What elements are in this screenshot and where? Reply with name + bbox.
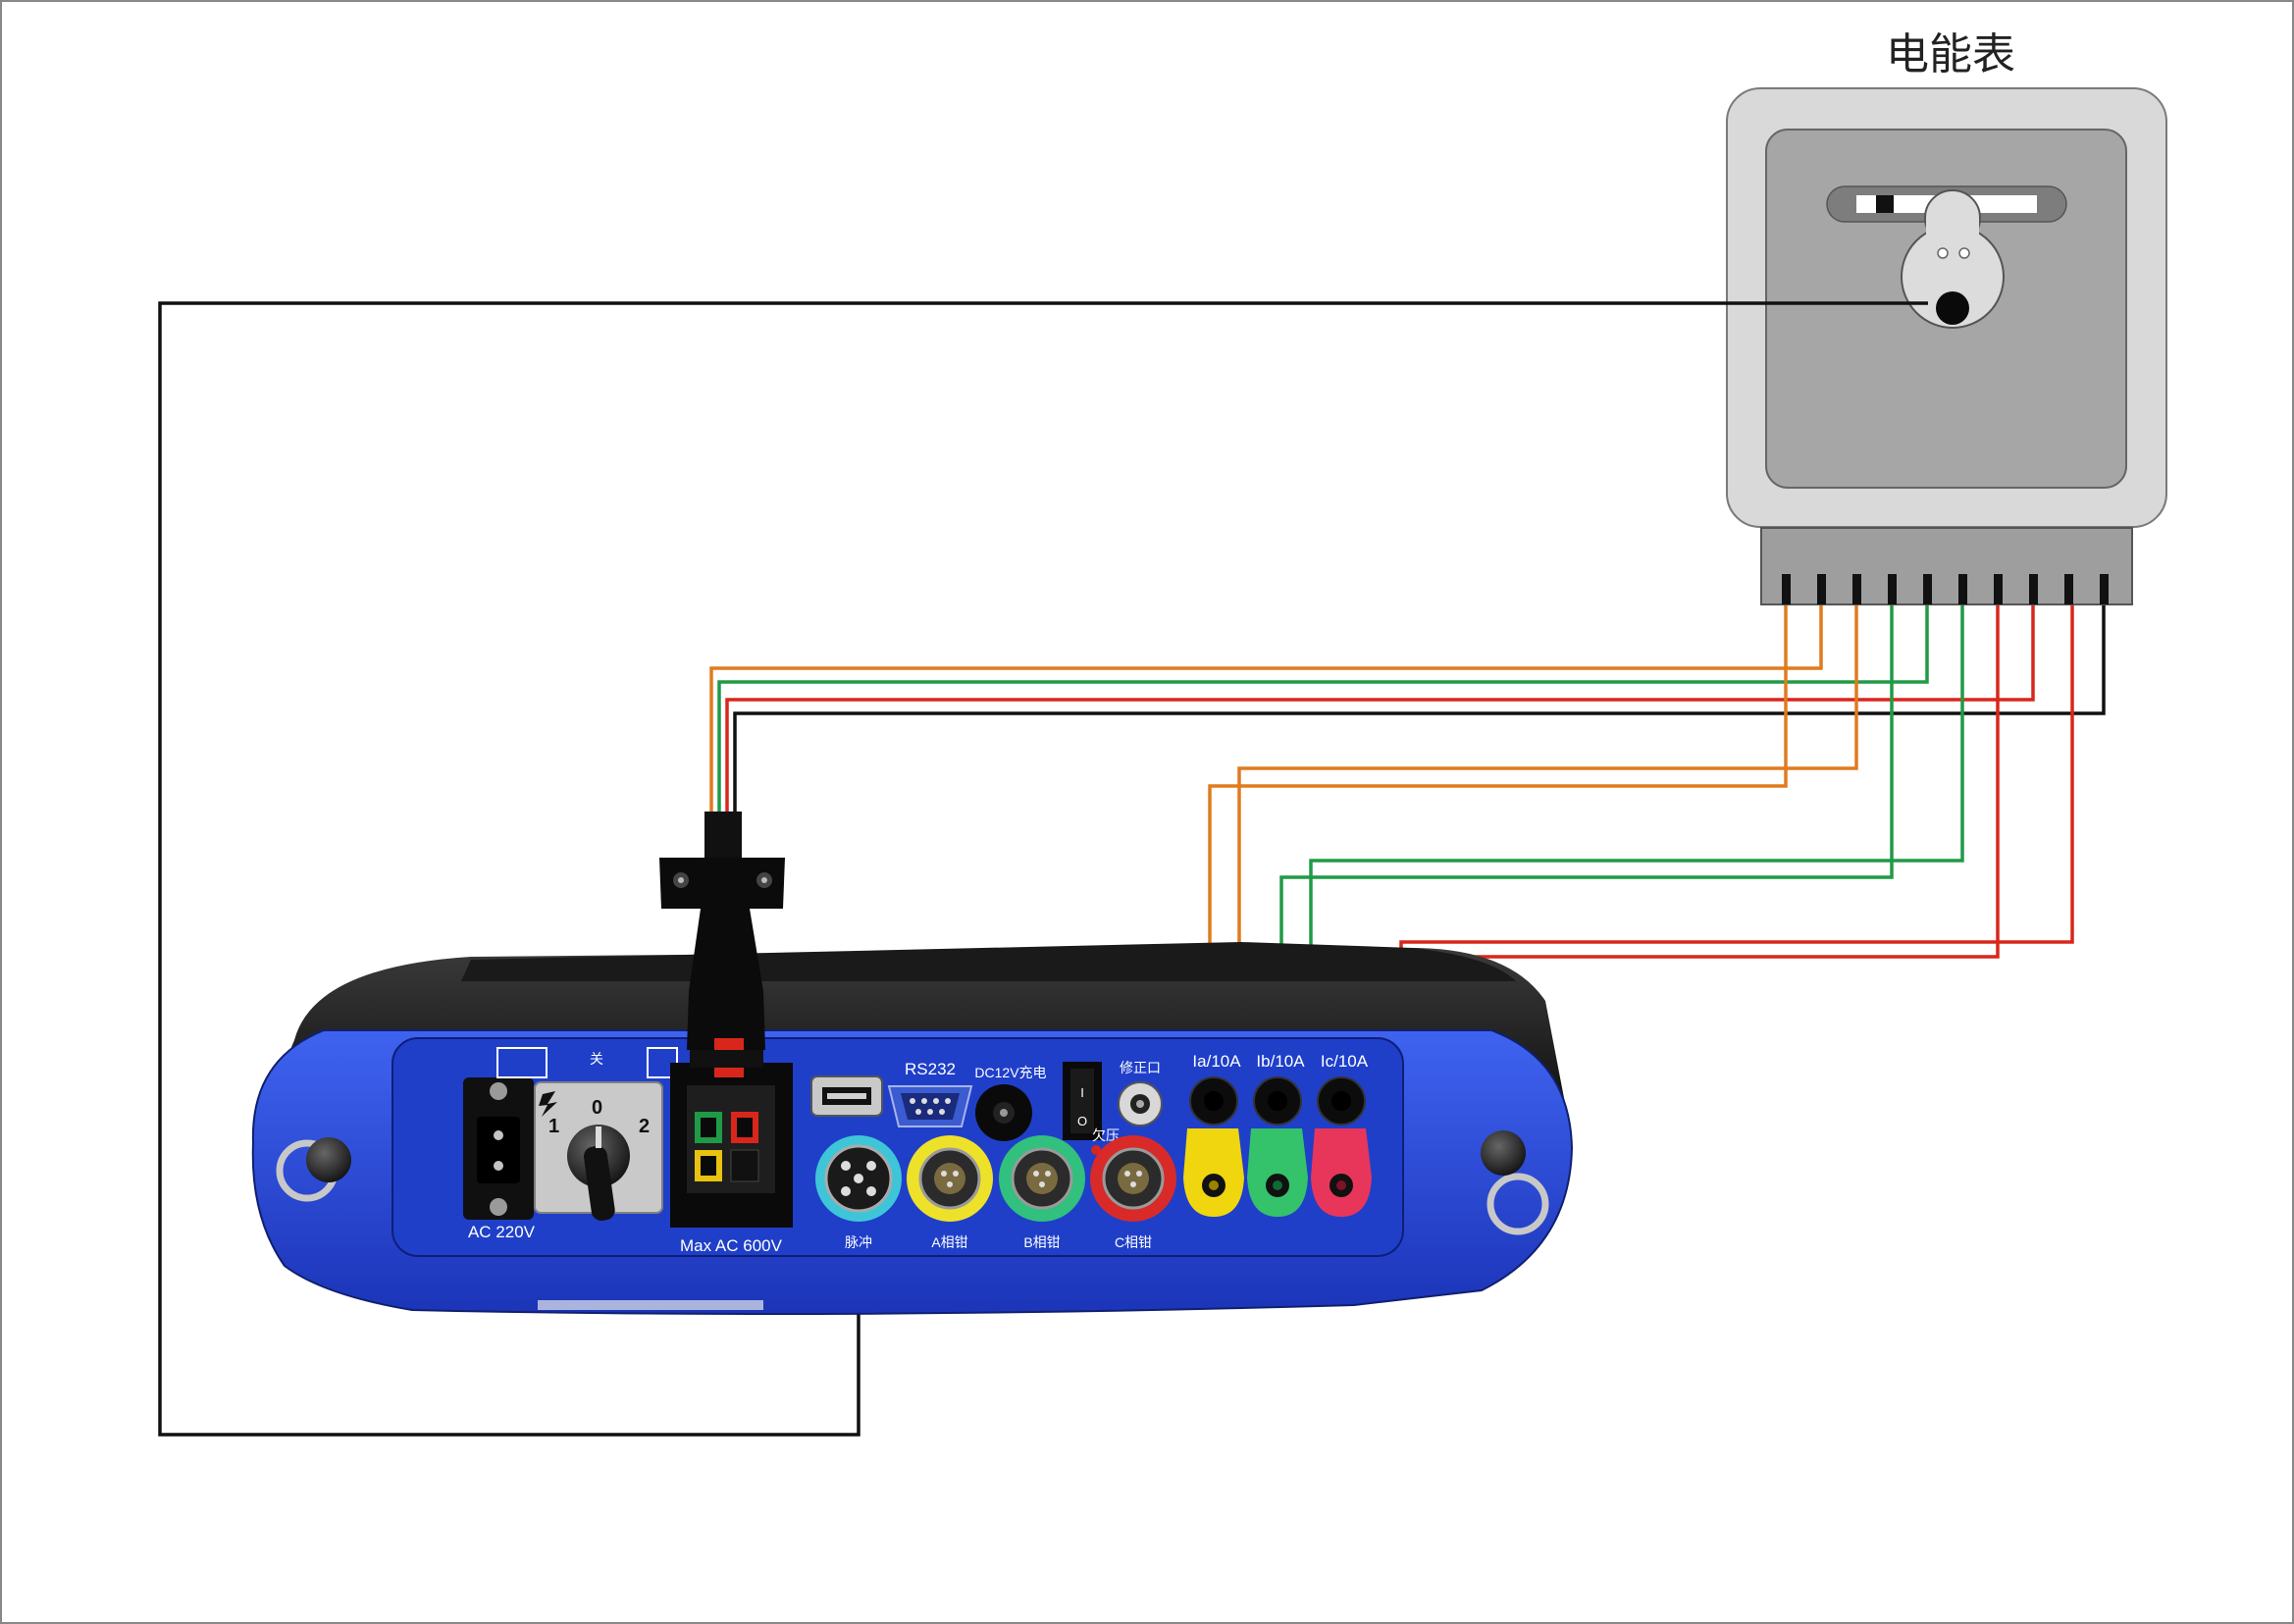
pulse-label: 脉冲 (845, 1234, 872, 1250)
dc-charge-port[interactable] (975, 1084, 1032, 1141)
voltage-connector[interactable] (670, 1063, 793, 1228)
current-socket-ic-in[interactable] (1317, 1076, 1366, 1126)
switch-position-2: 2 (639, 1116, 650, 1137)
instrument-top-ledge (461, 942, 1516, 981)
wire-ia-in-orange (1208, 605, 1788, 1084)
undervoltage-led (1091, 1145, 1101, 1155)
wire-uc-red (725, 605, 2035, 814)
undervoltage-label: 欠压 (1092, 1127, 1120, 1143)
wire-ub-green (717, 605, 1929, 814)
current-socket-ib-out[interactable] (1247, 1128, 1308, 1217)
rs232-label: RS232 (905, 1060, 956, 1078)
switch-position-0: 0 (592, 1097, 602, 1119)
current-socket-ia-in[interactable] (1189, 1076, 1238, 1126)
meter-terminals (1782, 574, 2109, 604)
dc-charge-label: DC12V充电 (974, 1065, 1046, 1080)
rs232-port[interactable] (887, 1085, 973, 1127)
meter-display-mark (1876, 195, 1894, 213)
rotary-switch[interactable]: 1 0 2 (496, 1047, 678, 1222)
current-label-c: Ic/10A (1321, 1052, 1369, 1071)
wire-pulse-black (158, 301, 1928, 1437)
voltage-connector-label: Max AC 600V (680, 1236, 783, 1255)
calibration-port[interactable] (1118, 1081, 1163, 1126)
left-strap-ring (276, 1137, 351, 1202)
ac-input-label: AC 220V (468, 1223, 536, 1241)
calibration-label: 修正口 (1120, 1060, 1161, 1075)
clamp-connector-a[interactable] (907, 1135, 993, 1222)
switch-lightning-icon (539, 1091, 557, 1117)
clamp-connector-c[interactable] (1090, 1135, 1176, 1222)
voltage-plug[interactable] (659, 812, 785, 1077)
ac-power-socket[interactable] (463, 1077, 534, 1220)
switch-position-1: 1 (548, 1116, 559, 1137)
current-socket-ic-out[interactable] (1311, 1128, 1372, 1217)
meter-title: 电能表 (1886, 29, 2015, 79)
right-strap-ring (1481, 1130, 1549, 1235)
wire-ua-orange (709, 605, 1823, 814)
wire-un-black (733, 605, 2106, 814)
svg-text:O: O (1077, 1114, 1087, 1128)
switch-off-label: 关 (590, 1051, 603, 1067)
clamp-label-b: B相钳 (1023, 1234, 1060, 1250)
pulse-connector[interactable] (815, 1135, 902, 1222)
clamp-label-c: C相钳 (1115, 1234, 1152, 1250)
clamp-label-a: A相钳 (931, 1234, 967, 1250)
usb-port[interactable] (810, 1075, 883, 1117)
meter-terminal-block (1760, 527, 2133, 605)
clamp-connector-b[interactable] (999, 1135, 1085, 1222)
energy-meter: 电能表 (1726, 29, 2167, 605)
current-label-a: Ia/10A (1192, 1052, 1241, 1071)
instrument-bottom-strip (538, 1300, 763, 1310)
current-label-b: Ib/10A (1256, 1052, 1305, 1071)
svg-text:I: I (1080, 1085, 1084, 1100)
power-rocker-switch[interactable]: I O (1063, 1062, 1102, 1140)
current-socket-ib-in[interactable] (1253, 1076, 1302, 1126)
current-socket-ia-out[interactable] (1183, 1128, 1244, 1217)
test-instrument: AC 220V 1 0 2 关 (251, 812, 1574, 1315)
